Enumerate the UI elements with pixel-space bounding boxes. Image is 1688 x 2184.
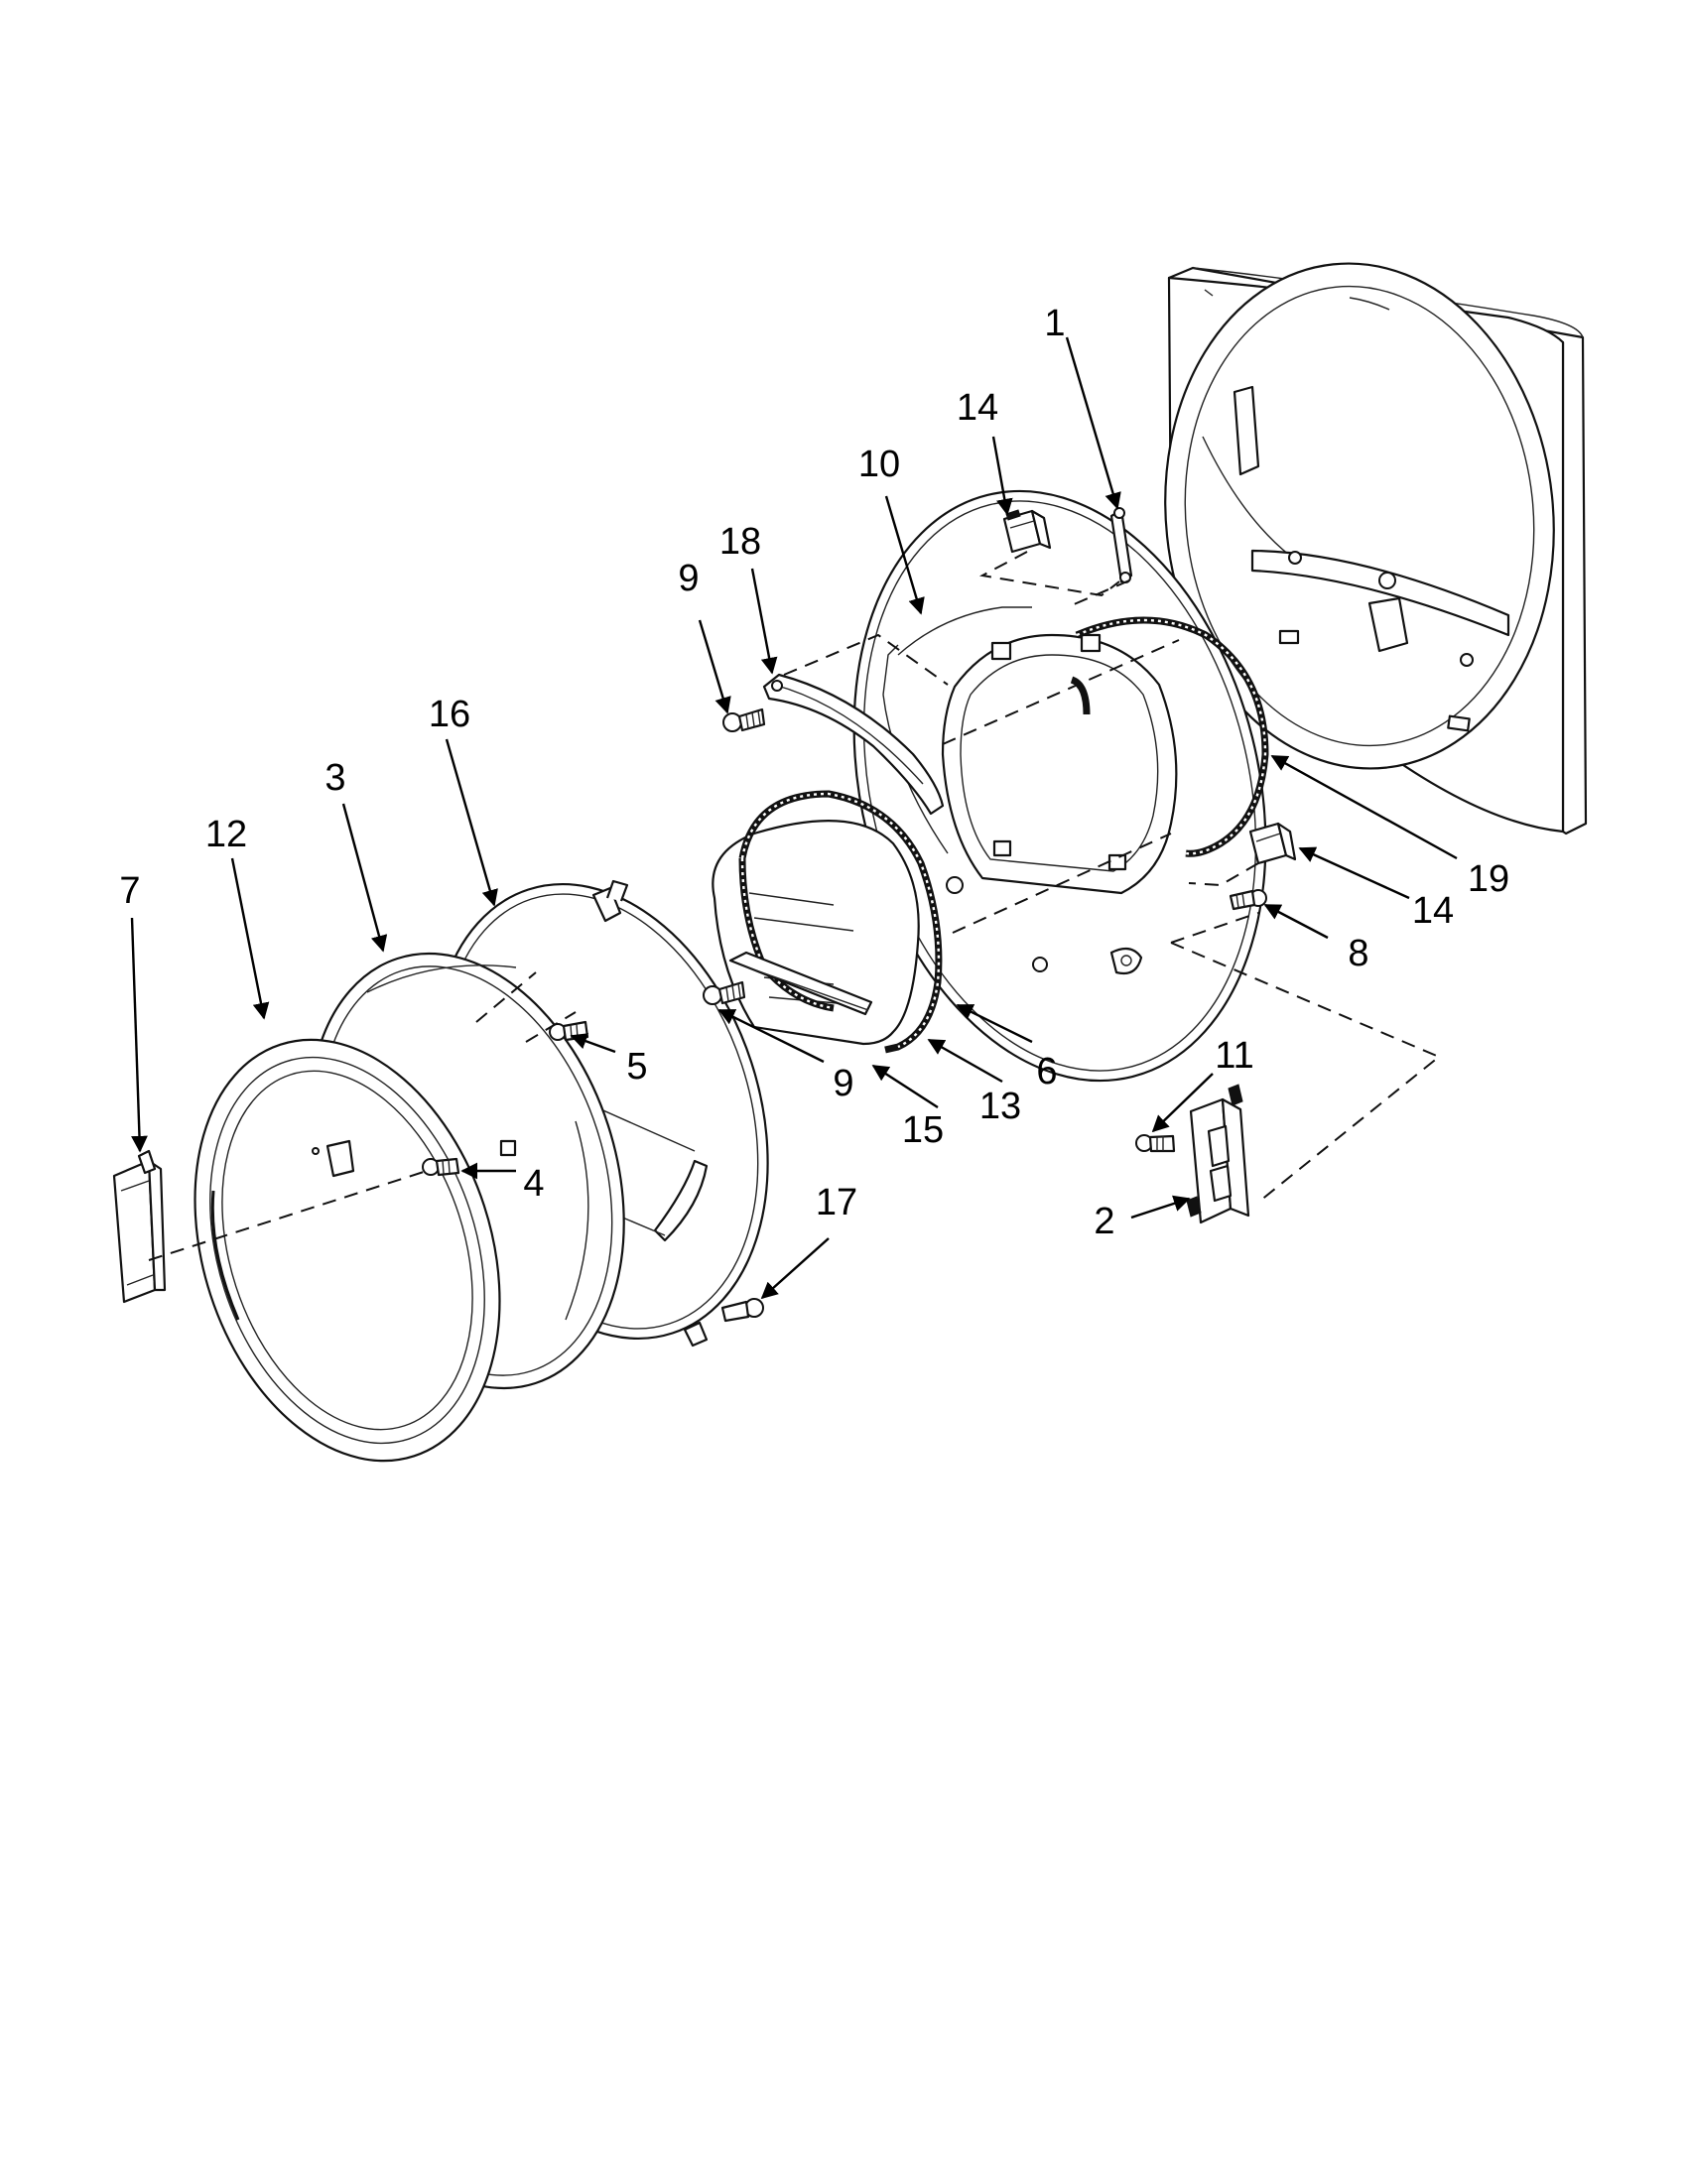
callout-5: 5 [626,1046,647,1088]
callout-3: 3 [325,757,345,799]
hinge-strip [762,673,945,816]
screw-9-lower [703,980,746,1005]
leader-14-lower [1298,846,1410,900]
callout-14-lower: 14 [1412,890,1454,932]
callout-11: 11 [1215,1035,1253,1077]
callout-12: 12 [205,814,247,855]
leader-13 [927,1038,1003,1084]
inner-door-frame [852,489,1267,1083]
callout-18: 18 [719,521,761,563]
leader-15 [871,1064,939,1109]
callout-8: 8 [1348,933,1368,974]
screw-17 [683,1298,764,1348]
door-gasket-rear [1070,616,1269,857]
callout-16: 16 [429,694,470,735]
leader-8 [1263,903,1329,940]
leader-12 [230,857,270,1020]
callout-4: 4 [523,1163,544,1205]
callout-9-lower: 9 [833,1063,853,1104]
leader-18 [750,568,778,675]
screw-11 [1135,1134,1176,1153]
leader-9-lower [717,1008,825,1064]
leader-11 [1151,1073,1214,1133]
callout-14-upper: 14 [957,387,998,429]
leader-1 [1065,336,1121,510]
front-panel [1164,262,1588,835]
leader-17 [760,1237,830,1300]
leader-19 [1270,754,1458,860]
strike-clip-upper [1002,509,1052,554]
leader-5 [570,1033,616,1054]
outer-door-trim [194,1038,501,1463]
leader-10 [884,495,925,615]
callout-17: 17 [816,1182,857,1223]
callout-7: 7 [119,870,140,912]
leader-2 [1130,1195,1191,1220]
callout-1: 1 [1044,303,1065,344]
leader-7 [130,917,148,1153]
callout-6: 6 [1036,1051,1057,1092]
screw-4 [422,1157,460,1177]
callout-labels: 1 2 3 4 5 6 7 8 9 9 10 11 12 13 14 14 15… [119,303,1509,1242]
strike-clip-lower [1248,822,1297,865]
leader-16 [445,738,498,907]
callout-13: 13 [979,1086,1021,1127]
leader-14-upper [991,436,1013,516]
door-handle [112,1149,167,1304]
leader-lines [130,336,1458,1300]
leader-9-upper [698,619,731,714]
glass-retainer [728,951,873,1016]
screw-9-upper [722,707,766,732]
door-latch-assembly [1186,1084,1250,1224]
callout-9-upper: 9 [678,558,699,599]
callout-2: 2 [1094,1201,1114,1242]
callout-19: 19 [1468,858,1509,900]
callout-10: 10 [858,444,900,485]
assembly-lines [148,551,1441,1261]
door-glass [712,820,920,1046]
screw-8 [1229,889,1267,911]
leader-6 [956,1003,1033,1044]
leader-3 [341,803,388,953]
callout-15: 15 [902,1109,944,1151]
